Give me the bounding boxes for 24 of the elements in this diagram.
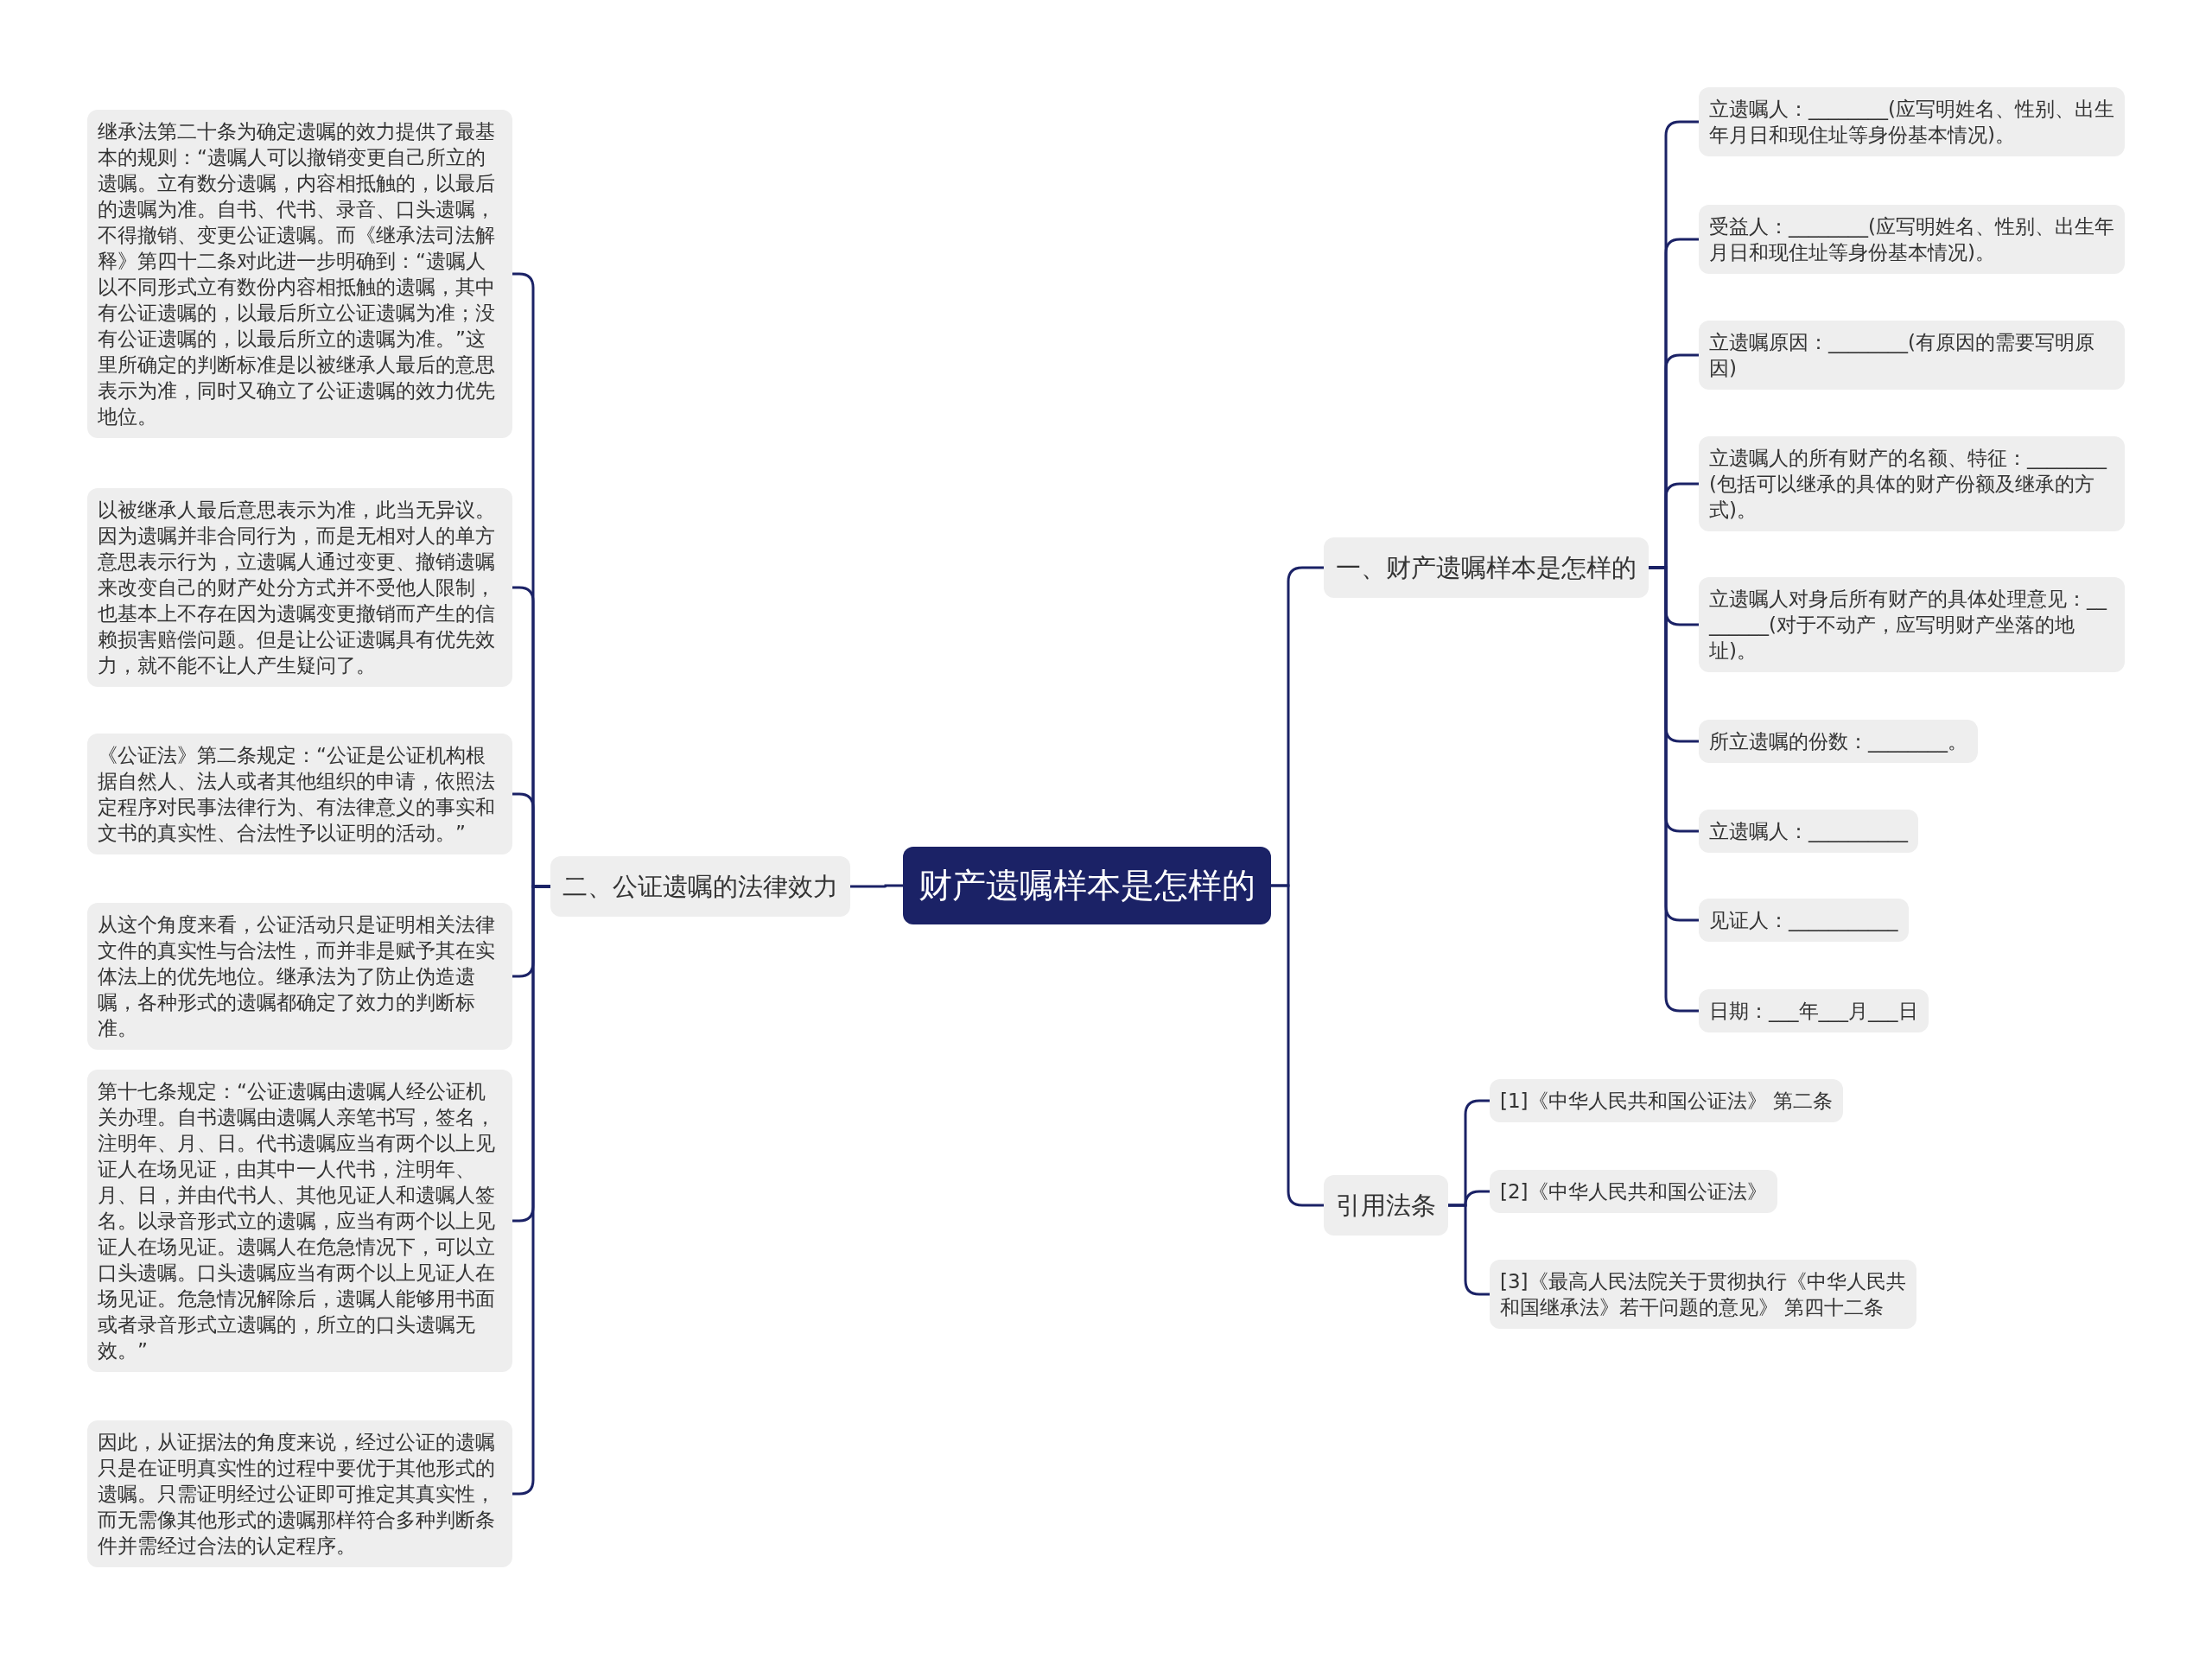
subtopic-box: 立遗嘱人：________(应写明姓名、性别、出生年月日和现住址等身份基本情况)。 xyxy=(1699,87,2125,156)
subtopic-box: 第十七条规定：“公证遗嘱由遗嘱人经公证机关办理。自书遗嘱由遗嘱人亲笔书写，签名，注明年、月、日。代书遗嘱应当有两个以上见证人在场见证，由其中一人代书，注明年、月、日，并由代书人、其他见证人和遗嘱人签名。以录音形式立的遗嘱，应当有两个以上见证人在场见证。遗嘱人在危急情况下，可以立口头遗嘱。口头遗嘱应当有两个以上见证人在场见证。危急情况解除后，遗嘱人能够用书面或者录音形式立遗嘱的，所立的口头遗嘱无效。” xyxy=(87,1070,512,1372)
subtopic-box: 受益人：________(应写明姓名、性别、出生年月日和现住址等身份基本情况)。 xyxy=(1699,205,2125,274)
connector-line xyxy=(850,884,903,888)
subtopic-box: [2]《中华人民共和国公证法》 xyxy=(1490,1170,1777,1213)
subtopic-box: [1]《中华人民共和国公证法》 第二条 xyxy=(1490,1079,1843,1122)
subtopic-box: 立遗嘱人的所有财产的名额、特征：________(包括可以继承的具体的财产份额及继承的方式)。 xyxy=(1699,436,2125,531)
subtopic-box: 从这个角度来看，公证活动只是证明相关法律文件的真实性与合法性，而并非是赋予其在实体法上的优先地位。继承法为了防止伪造遗嘱，各种形式的遗嘱都确定了效力的判断标准。 xyxy=(87,903,512,1050)
topic-box: 二、公证遗嘱的法律效力 xyxy=(550,856,850,917)
topic-box: 引用法条 xyxy=(1324,1175,1448,1236)
subtopic-box: 以被继承人最后意思表示为准，此当无异议。因为遗嘱并非合同行为，而是无相对人的单方意思表示行为，立遗嘱人通过变更、撤销遗嘱来改变自己的财产处分方式并不受他人限制，也基本上不存在因为遗嘱变更撤销而产生的信赖损害赔偿问题。但是让公证遗嘱具有优先效力，就不能不让人产生疑问了。 xyxy=(87,488,512,687)
subtopic-box: 所立遗嘱的份数：________。 xyxy=(1699,720,1978,763)
topic-box: 一、财产遗嘱样本是怎样的 xyxy=(1324,537,1649,598)
subtopic-box: 立遗嘱人对身后所有财产的具体处理意见：________(对于不动产，应写明财产坐落的地址)。 xyxy=(1699,577,2125,672)
subtopic-box: 立遗嘱原因：________(有原因的需要写明原因) xyxy=(1699,321,2125,390)
subtopic-box: [3]《最高人民法院关于贯彻执行《中华人民共和国继承法》若干问题的意见》 第四十二条 xyxy=(1490,1260,1916,1329)
subtopic-box: 《公证法》第二条规定：“公证是公证机构根据自然人、法人或者其他组织的申请，依照法定程序对民事法律行为、有法律意义的事实和文书的真实性、合法性予以证明的活动。” xyxy=(87,734,512,854)
subtopic-box: 因此，从证据法的角度来说，经过公证的遗嘱只是在证明真实性的过程中要优于其他形式的遗嘱。只需证明经过公证即可推定其真实性，而无需像其他形式的遗嘱那样符合多种判断条件并需经过合法的认定程序。 xyxy=(87,1420,512,1567)
subtopic-box: 日期：___年___月___日 xyxy=(1699,989,1929,1032)
subtopic-box: 立遗嘱人：__________ xyxy=(1699,810,1918,853)
subtopic-box: 见证人：___________ xyxy=(1699,899,1909,942)
subtopic-box: 继承法第二十条为确定遗嘱的效力提供了最基本的规则：“遗嘱人可以撤销变更自己所立的遗嘱。立有数分遗嘱，内容相抵触的，以最后的遗嘱为准。自书、代书、录音、口头遗嘱，不得撤销、变更公证遗嘱。而《继承法司法解释》第四十二条对此进一步明确到：“遗嘱人以不同形式立有数份内容相抵触的遗嘱，其中有公证遗嘱的，以最后所立公证遗嘱为准；没有公证遗嘱的，以最后所立的遗嘱为准。”这里所确定的判断标准是以被继承人最后的意思表示为准，同时又确立了公证遗嘱的效力优先地位。 xyxy=(87,110,512,438)
connector-line xyxy=(1271,884,1324,1207)
central-topic-box: 财产遗嘱样本是怎样的 xyxy=(903,847,1271,924)
